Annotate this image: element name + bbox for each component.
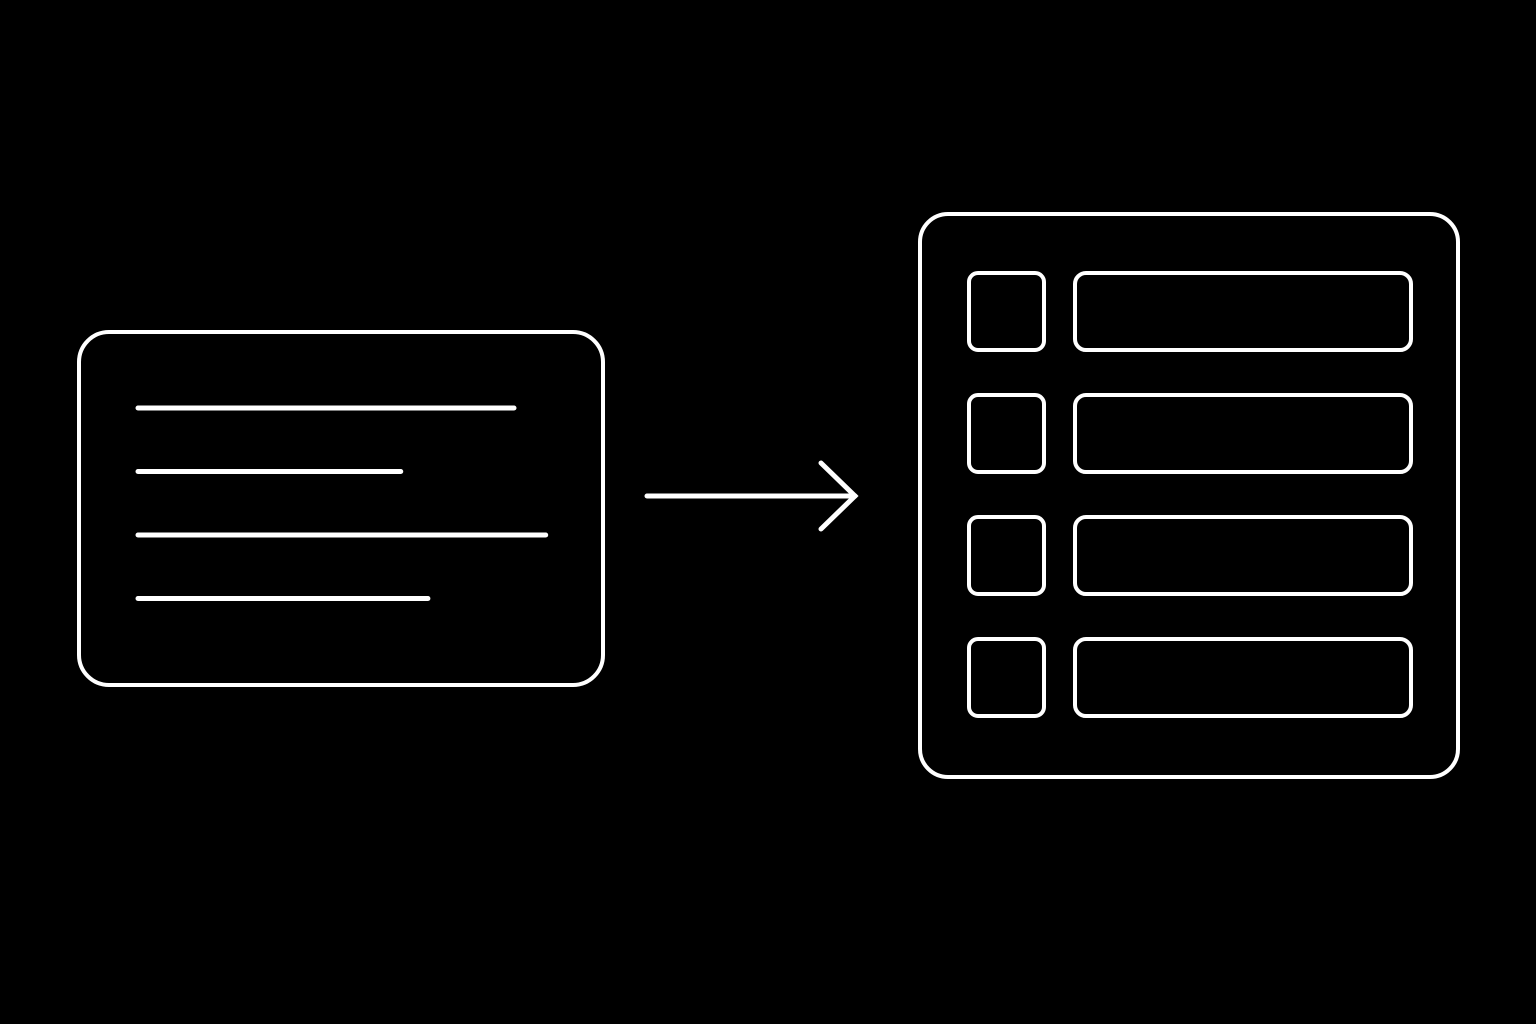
list-item [967, 393, 1413, 474]
list-item-field [1073, 393, 1413, 474]
arrow-head [818, 460, 859, 532]
arrow-right-icon [644, 460, 859, 532]
target-list-rows [967, 271, 1413, 718]
target-list-frame [918, 212, 1460, 779]
list-item-checkbox [967, 637, 1046, 718]
source-document-frame [77, 330, 605, 687]
list-item [967, 637, 1413, 718]
list-item-field [1073, 637, 1413, 718]
list-item-checkbox [967, 271, 1046, 352]
list-item-field [1073, 515, 1413, 596]
source-document-card [77, 330, 605, 687]
target-list-panel [918, 212, 1460, 779]
list-item-checkbox [967, 515, 1046, 596]
source-text-lines [135, 405, 549, 601]
list-item [967, 271, 1413, 352]
list-item [967, 515, 1413, 596]
list-item-checkbox [967, 393, 1046, 474]
list-item-field [1073, 271, 1413, 352]
